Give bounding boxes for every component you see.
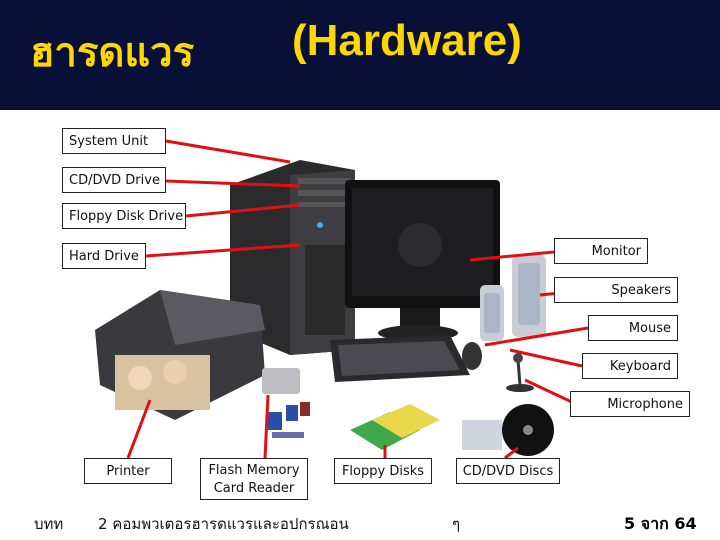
- caption-cd-dvd-discs-text: CD/DVD Discs: [463, 464, 554, 479]
- label-monitor: Monitor: [554, 238, 648, 264]
- caption-flash-memory-card-reader: Flash Memory Card Reader: [200, 458, 308, 500]
- floppy-disks-image: [350, 404, 440, 450]
- label-cd-dvd-drive: CD/DVD Drive: [62, 167, 166, 193]
- cd-discs-image: [462, 404, 554, 456]
- label-system-unit: System Unit: [62, 128, 166, 154]
- caption-printer: Printer: [84, 458, 172, 484]
- caption-floppy-disks-text: Floppy Disks: [342, 464, 424, 479]
- caption-printer-text: Printer: [106, 464, 149, 479]
- page-number: 5 จาก 64: [624, 512, 697, 537]
- keyboard-image: [330, 335, 470, 382]
- label-keyboard: Keyboard: [582, 353, 678, 379]
- card-reader-image: [262, 368, 310, 438]
- caption-flash-memory-line1: Flash Memory: [201, 462, 307, 480]
- label-hard-drive: Hard Drive: [62, 243, 146, 269]
- caption-floppy-disks: Floppy Disks: [334, 458, 432, 484]
- label-microphone: Microphone: [570, 391, 690, 417]
- label-speakers: Speakers: [554, 277, 678, 303]
- footer-title: 2 คอมพวเตอรฮารดแวรและอปกรณอน: [98, 512, 349, 536]
- footer-mark: ๆ: [452, 512, 460, 536]
- printer-image: [95, 290, 265, 420]
- mouse-image: [462, 342, 482, 370]
- label-mouse: Mouse: [588, 315, 678, 341]
- caption-cd-dvd-discs: CD/DVD Discs: [456, 458, 560, 484]
- label-floppy-disk-drive: Floppy Disk Drive: [62, 203, 186, 229]
- caption-flash-memory-line2: Card Reader: [201, 480, 307, 498]
- footer-chapter: บทท: [34, 512, 63, 536]
- microphone-image: [506, 353, 534, 392]
